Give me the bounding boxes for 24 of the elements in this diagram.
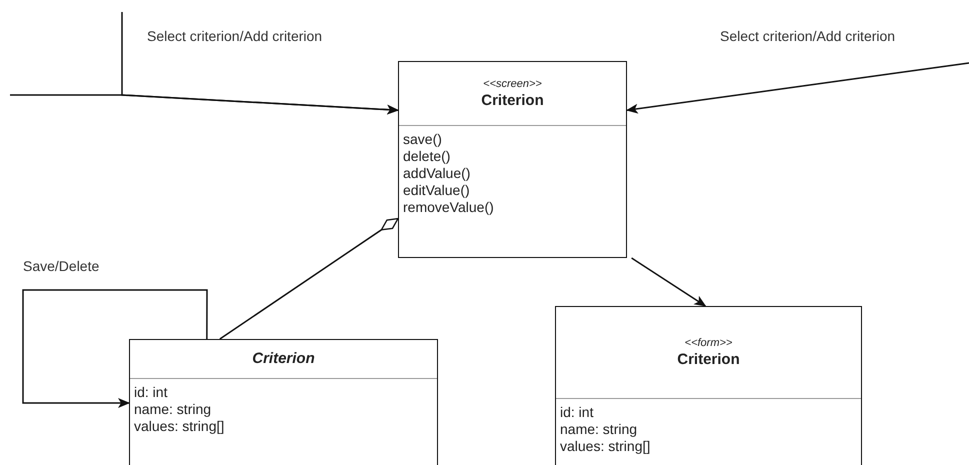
- class-name: Criterion: [252, 349, 315, 369]
- member-text: id: int: [134, 384, 168, 401]
- aggregation-line: [219, 218, 399, 340]
- arrow: [121, 12, 399, 115]
- class-name: Criterion: [677, 350, 740, 370]
- class-box: [555, 306, 862, 465]
- member-text: delete(): [403, 148, 450, 165]
- member-text: name: string: [134, 401, 212, 418]
- class-box: [129, 339, 438, 465]
- member-text: addValue(): [403, 165, 470, 182]
- arrow: [626, 62, 969, 114]
- member-text: editValue(): [403, 182, 470, 199]
- stereotype-label: <<form>>: [684, 336, 732, 350]
- member-text: save(): [403, 131, 442, 148]
- member-text: name: string: [560, 421, 638, 438]
- member-text: values: string[]: [134, 418, 224, 435]
- class-name: Criterion: [481, 90, 544, 110]
- arrow: [22, 289, 208, 408]
- member-text: removeValue(): [403, 199, 494, 216]
- member-text: id: int: [560, 404, 594, 421]
- class-box: [398, 61, 627, 258]
- member-text: values: string[]: [560, 438, 650, 455]
- arrow: [631, 257, 706, 307]
- stereotype-label: <<screen>>: [483, 76, 542, 90]
